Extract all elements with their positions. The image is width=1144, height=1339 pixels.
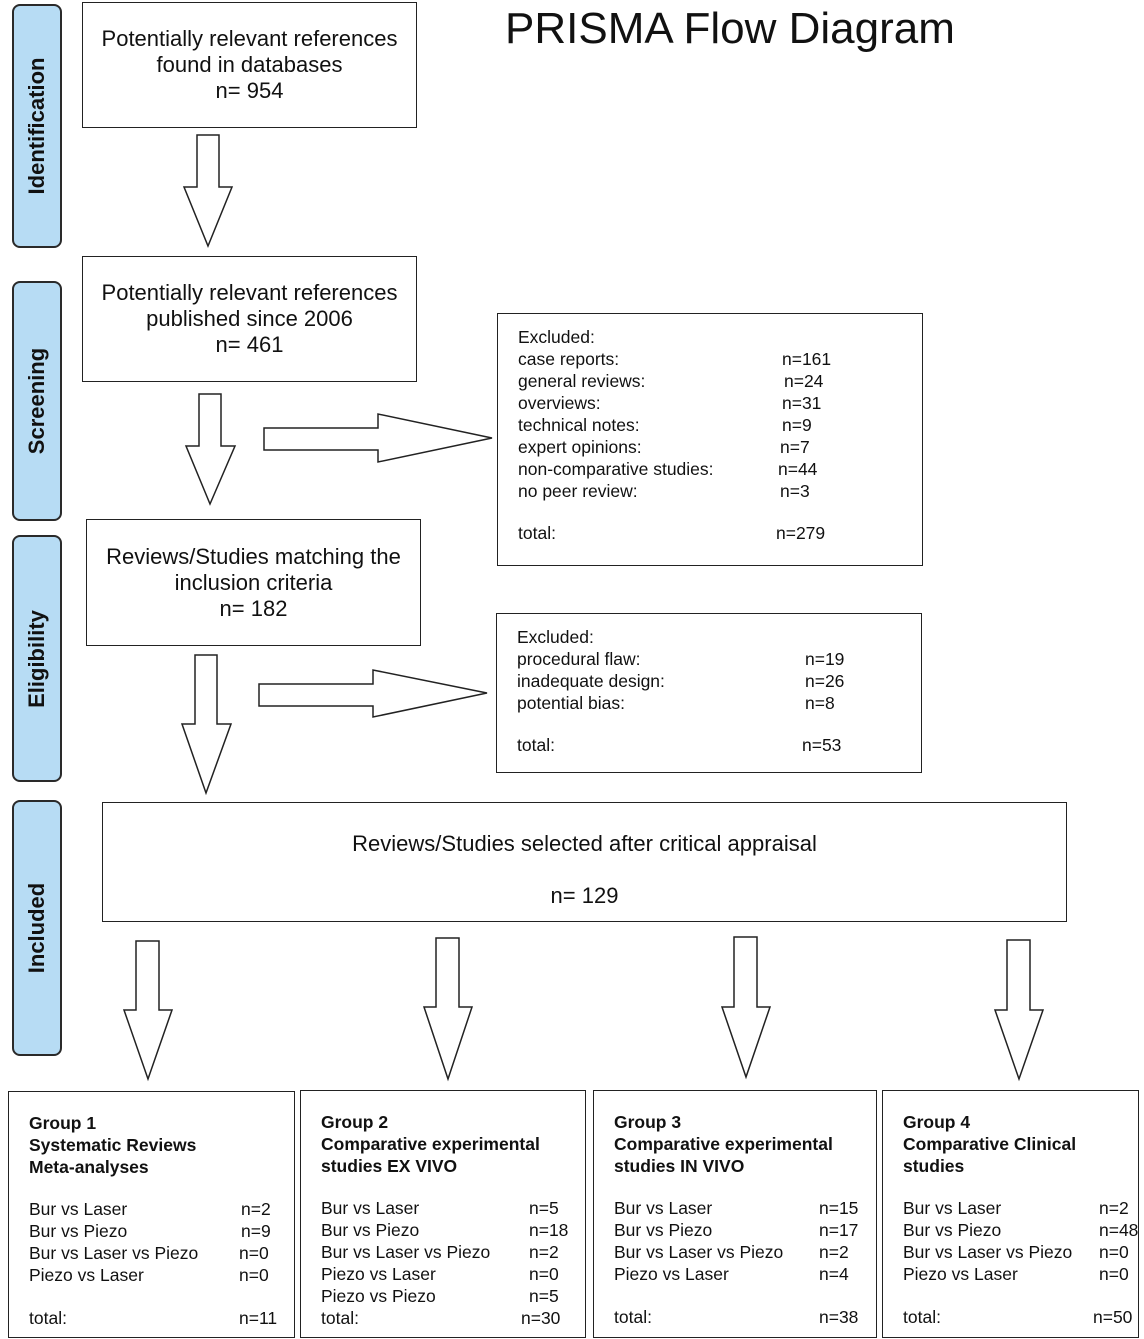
- group-total: total:n=30: [321, 1308, 561, 1328]
- identification-box: Potentially relevant references found in…: [82, 2, 417, 128]
- group-subtitle: studies EX VIVO: [321, 1156, 458, 1176]
- box-count: n= 182: [219, 595, 288, 621]
- excluded-row: technical notes:n=9: [518, 415, 812, 435]
- box-text: Potentially relevant references: [101, 26, 398, 51]
- excluded-heading: Excluded:: [518, 327, 595, 347]
- group-box-1: Group 1 Systematic Reviews Meta-analyses…: [8, 1091, 295, 1338]
- box-count: n= 954: [215, 78, 284, 103]
- group-title: Group 3: [614, 1112, 682, 1132]
- group-box-2: Group 2 Comparative experimental studies…: [300, 1090, 586, 1338]
- group-box-4: Group 4 Comparative Clinical studies Bur…: [882, 1090, 1139, 1338]
- group-box-3: Group 3 Comparative experimental studies…: [593, 1090, 877, 1338]
- box-text: inclusion criteria: [174, 569, 333, 595]
- excluded-row: potential bias:n=8: [517, 693, 835, 713]
- group-subtitle: Comparative experimental: [614, 1134, 833, 1154]
- screening-box: Potentially relevant references publishe…: [82, 256, 417, 382]
- phase-eligibility: Eligibility: [12, 535, 62, 782]
- group-title: Group 1: [29, 1113, 97, 1133]
- down-arrow: [422, 937, 474, 1082]
- group-subtitle: studies: [903, 1156, 965, 1176]
- group-title: Group 4: [903, 1112, 971, 1132]
- group-total: total:n=38: [614, 1307, 859, 1327]
- down-arrow: [184, 393, 237, 506]
- phase-label: Eligibility: [24, 609, 49, 708]
- phase-label: Identification: [24, 57, 49, 195]
- down-arrow: [180, 654, 233, 796]
- excluded-total: total:n=53: [517, 735, 842, 755]
- down-arrow: [182, 134, 234, 248]
- box-text: Potentially relevant references: [101, 280, 398, 305]
- phase-identification: Identification: [12, 4, 62, 248]
- screening-excluded-box: Excluded: case reports:n=161 general rev…: [497, 313, 923, 566]
- excluded-row: overviews:n=31: [518, 393, 822, 413]
- eligibility-box: Reviews/Studies matching the inclusion c…: [86, 519, 421, 646]
- excluded-row: no peer review:n=3: [518, 481, 810, 501]
- excluded-row: inadequate design:n=26: [517, 671, 845, 691]
- group-subtitle: Comparative Clinical: [903, 1134, 1077, 1154]
- excluded-row: non-comparative studies:n=44: [518, 459, 818, 479]
- box-count: n= 129: [550, 883, 619, 908]
- group-total: total:n=50: [903, 1307, 1133, 1327]
- box-text: Reviews/Studies selected after critical …: [352, 831, 817, 856]
- included-box: Reviews/Studies selected after critical …: [102, 802, 1067, 922]
- box-text: found in databases: [156, 52, 343, 77]
- group-title: Group 2: [321, 1112, 389, 1132]
- group-subtitle: studies IN VIVO: [614, 1156, 745, 1176]
- box-text: published since 2006: [146, 306, 353, 331]
- excluded-total: total:n=279: [518, 523, 826, 543]
- excluded-row: case reports:n=161: [518, 349, 832, 369]
- group-subtitle: Meta-analyses: [29, 1157, 149, 1177]
- box-text: Reviews/Studies matching the: [106, 543, 401, 569]
- down-arrow: [993, 939, 1045, 1082]
- down-arrow: [122, 940, 174, 1082]
- group-subtitle: Comparative experimental: [321, 1134, 540, 1154]
- phase-label: Screening: [24, 347, 49, 455]
- excluded-row: general reviews:n=24: [518, 371, 824, 391]
- box-count: n= 461: [215, 332, 284, 357]
- phase-included: Included: [12, 800, 62, 1056]
- excluded-heading: Excluded:: [517, 627, 594, 647]
- phase-screening: Screening: [12, 281, 62, 521]
- group-subtitle: Systematic Reviews: [29, 1135, 197, 1155]
- right-arrow: [263, 413, 493, 463]
- phase-label: Included: [24, 882, 49, 974]
- group-total: total:n=11: [29, 1308, 278, 1328]
- excluded-row: expert opinions:n=7: [518, 437, 810, 457]
- right-arrow: [258, 669, 488, 718]
- diagram-title: PRISMA Flow Diagram: [505, 4, 955, 53]
- down-arrow: [720, 936, 772, 1080]
- excluded-row: procedural flaw:n=19: [517, 649, 845, 669]
- eligibility-excluded-box: Excluded: procedural flaw:n=19 inadequat…: [496, 613, 922, 773]
